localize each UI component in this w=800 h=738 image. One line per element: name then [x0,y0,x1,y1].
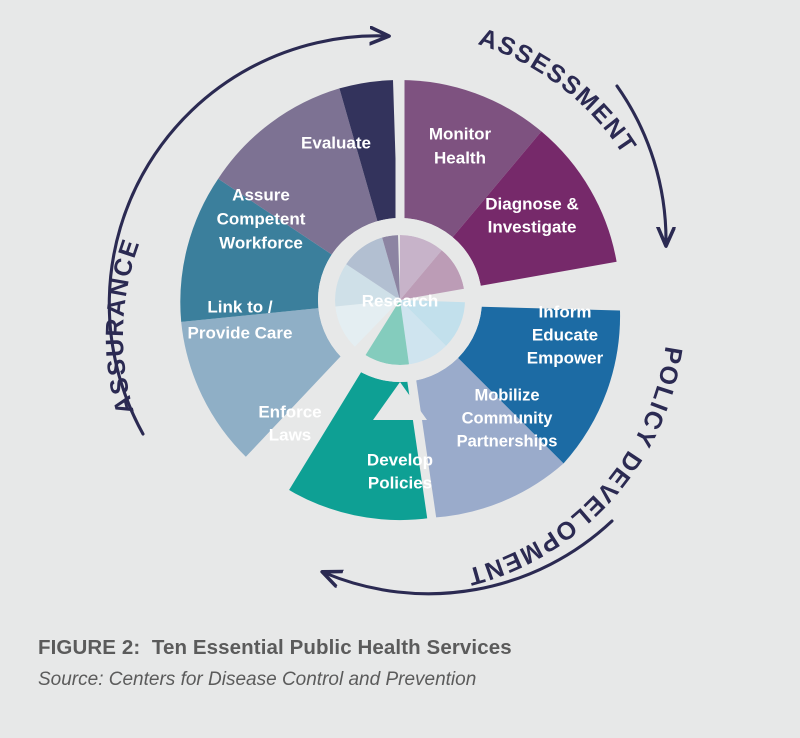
hub-research-label: Research [362,291,439,310]
inner-research-wheel [335,234,466,366]
direction-arcs [107,36,666,596]
arc-arrow-assessment-to-policy [615,84,666,243]
figure-caption: FIGURE 2: Ten Essential Public Health Se… [38,636,758,691]
label-inform-line3: Empower [527,348,604,367]
inner-segment-link-provide-care [335,264,400,307]
label-develop-line2: Policies [368,473,432,492]
label-inform-line1: Inform [539,302,592,321]
label-evaluate: Evaluate [301,133,371,152]
arc-label-assurance-text: ASSURANCE [101,235,144,417]
label-assure-line3: Workforce [219,233,303,252]
inner-segment-monitor-health [400,234,442,300]
label-mobilize-line1: Mobilize [474,386,539,404]
arc-arrow-assurance-to-assessment [107,36,386,436]
label-mobilize-line3: Partnerships [457,432,558,450]
arc-arrow-policy-to-assurance [325,519,614,596]
label-monitor-health-line1: Monitor [429,124,492,143]
caption-source: Source: Centers for Disease Control and … [38,669,477,690]
inner-segment-diagnose-investigate [400,250,464,300]
ten-essential-services-wheel: ASSESSMENT POLICY DEVELOPMENT ASSURANCE [101,23,686,596]
segment-labels: Monitor Health Diagnose & Investigate In… [188,124,604,492]
label-assure-line2: Competent [217,209,306,228]
caption-title: FIGURE 2: Ten Essential Public Health Se… [38,636,512,659]
label-enforce-line1: Enforce [258,402,321,421]
label-monitor-health-line2: Health [434,148,486,167]
hub-inner-ring [318,218,482,382]
label-develop-line1: Develop [367,450,433,469]
magnifier-handle [373,382,427,420]
inner-segment-mobilize [400,300,449,365]
label-diagnose-line2: Investigate [488,217,577,236]
label-assure-line1: Assure [232,185,290,204]
label-link-line1: Link to / [207,297,272,316]
inner-segment-assure-workforce [346,237,400,300]
inner-segment-enforce-laws [335,300,400,347]
label-inform-line2: Educate [532,325,598,344]
label-link-line2: Provide Care [188,323,293,342]
inner-segment-inform-educate-empower [400,300,466,349]
label-mobilize-line2: Community [462,409,554,427]
label-enforce-line2: Laws [269,425,312,444]
label-diagnose-line1: Diagnose & [485,194,579,213]
arc-label-assurance: ASSURANCE [101,235,146,417]
inner-segment-evaluate [382,235,400,300]
inner-segment-develop-policies [365,300,409,366]
